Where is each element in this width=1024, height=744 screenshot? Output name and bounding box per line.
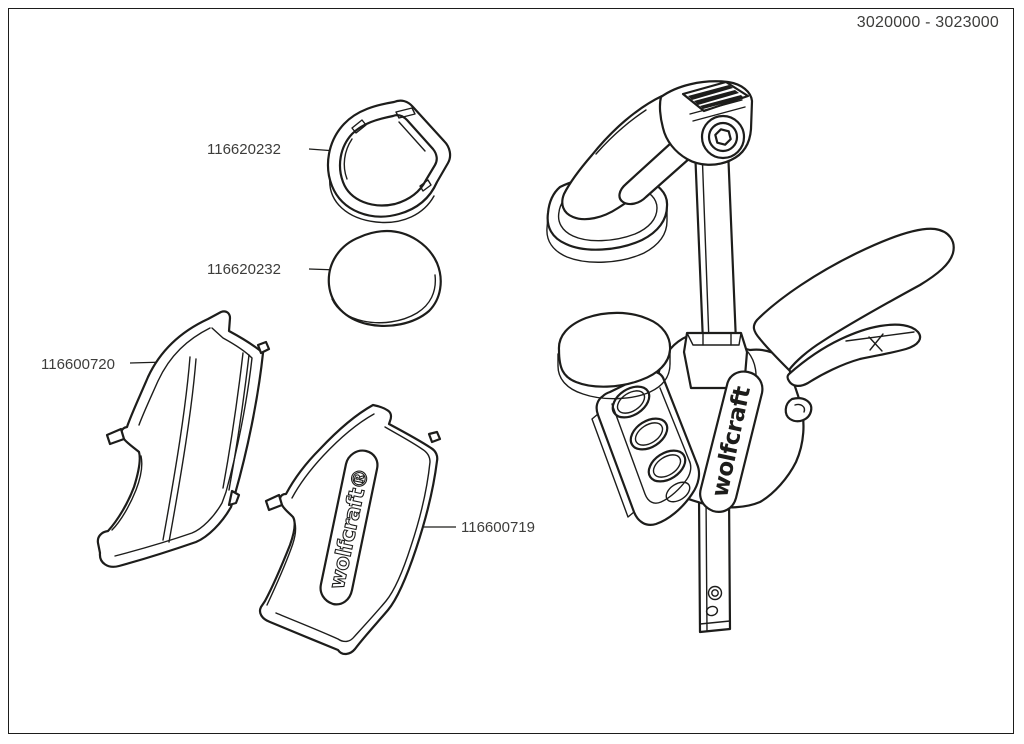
part-pad-frame [326,99,452,224]
part-cover-outer: wolfcraft® [258,403,442,656]
product-range-code: 3020000 - 3023000 [856,14,999,31]
part-pad [327,229,442,327]
spindle-boss [700,114,746,160]
page-border [8,8,1014,734]
grip-ribs [688,85,744,109]
clamp-handle-grip [752,227,955,372]
clamp-trigger-lever [786,323,922,387]
part-number-cover-inner: 116600720 [41,356,115,373]
clamp-release-hook [784,397,813,423]
part-number-pad: 116620232 [207,261,281,278]
part-cover-inner [96,310,271,568]
part-number-cover-outer: 116600719 [461,519,535,536]
part-number-pad-frame: 116620232 [207,141,281,158]
clamp-moving-jaw-pad [557,311,672,400]
clamp-head [658,80,754,166]
clamp-assembly: wolfcraft [546,80,955,634]
clamp-rail-lower [697,492,732,634]
clamp-rail-upper [693,147,738,344]
